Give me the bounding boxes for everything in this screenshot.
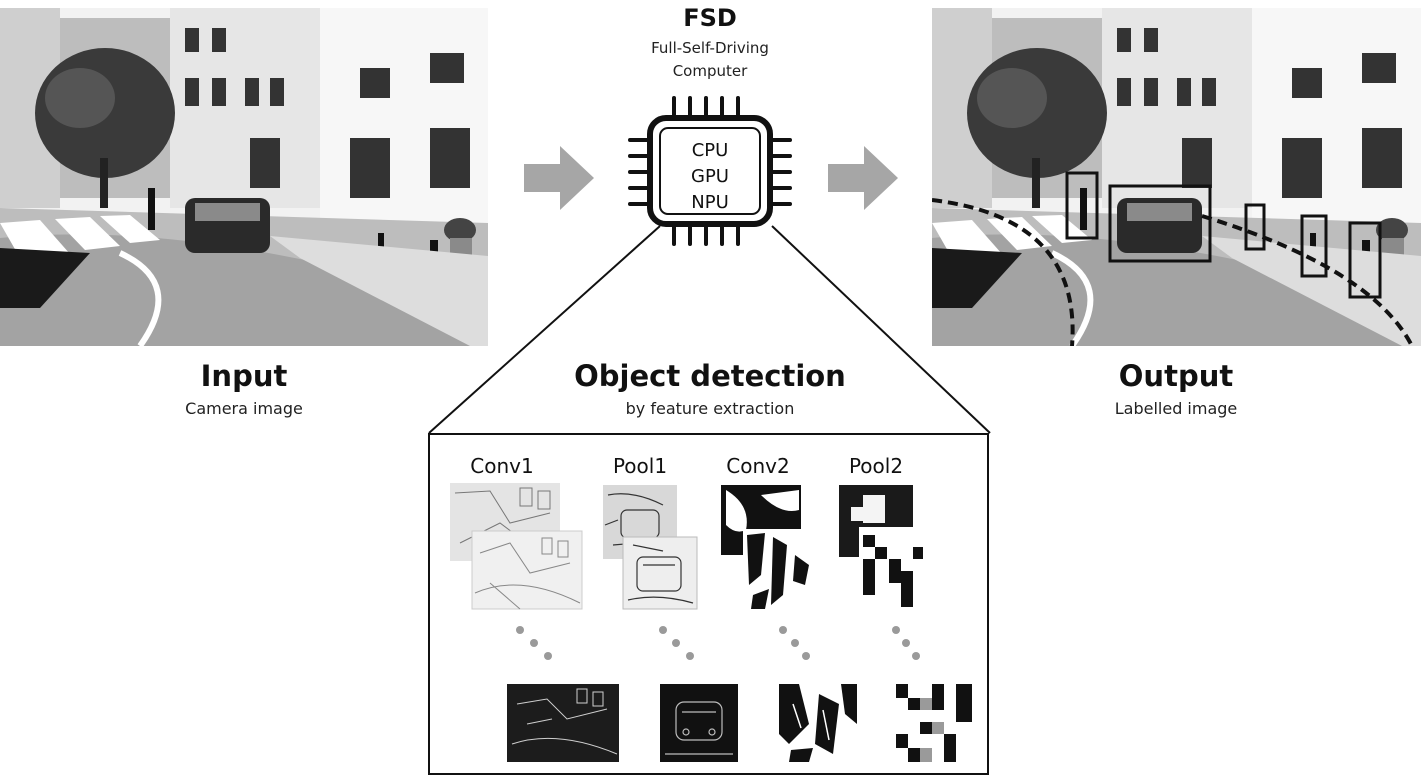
- layer-label-pool1: Pool1: [612, 454, 668, 478]
- feature-map-pool2: [839, 485, 933, 611]
- layer-label-pool2: Pool2: [848, 454, 904, 478]
- feature-map-conv1: [450, 483, 583, 610]
- feature-map-conv1-deep: [507, 684, 619, 762]
- feature-map-conv2: [721, 485, 823, 611]
- detection-title: Object detection: [574, 359, 846, 393]
- arrow-right-icon: [828, 146, 898, 210]
- chip-unit-cpu: CPU: [691, 140, 729, 161]
- arrow-right-icon: [524, 146, 594, 210]
- input-title: Input: [200, 359, 288, 393]
- output-labelled-image: [932, 8, 1421, 346]
- input-subtitle: Camera image: [185, 399, 303, 418]
- layer-label-conv1: Conv1: [470, 454, 534, 478]
- output-title: Output: [1118, 359, 1234, 393]
- fsd-title: FSD: [683, 4, 737, 32]
- chip-icon: [628, 96, 792, 246]
- feature-map-pool1: [603, 485, 698, 610]
- fsd-subtitle-line2: Computer: [672, 62, 748, 80]
- feature-map-pool1-deep: [660, 684, 738, 762]
- feature-map-pool2-deep: [896, 684, 972, 762]
- layer-label-conv2: Conv2: [726, 454, 790, 478]
- output-subtitle: Labelled image: [1114, 399, 1238, 418]
- fsd-subtitle-line1: Full-Self-Driving: [651, 39, 769, 57]
- detection-subtitle: by feature extraction: [625, 399, 795, 418]
- input-camera-image: [0, 8, 488, 346]
- chip-unit-npu: NPU: [691, 192, 729, 213]
- chip-unit-gpu: GPU: [691, 166, 729, 187]
- continuation-dots: [516, 626, 920, 660]
- feature-map-conv2-deep: [779, 684, 857, 762]
- feature-extraction-panel: [428, 433, 989, 775]
